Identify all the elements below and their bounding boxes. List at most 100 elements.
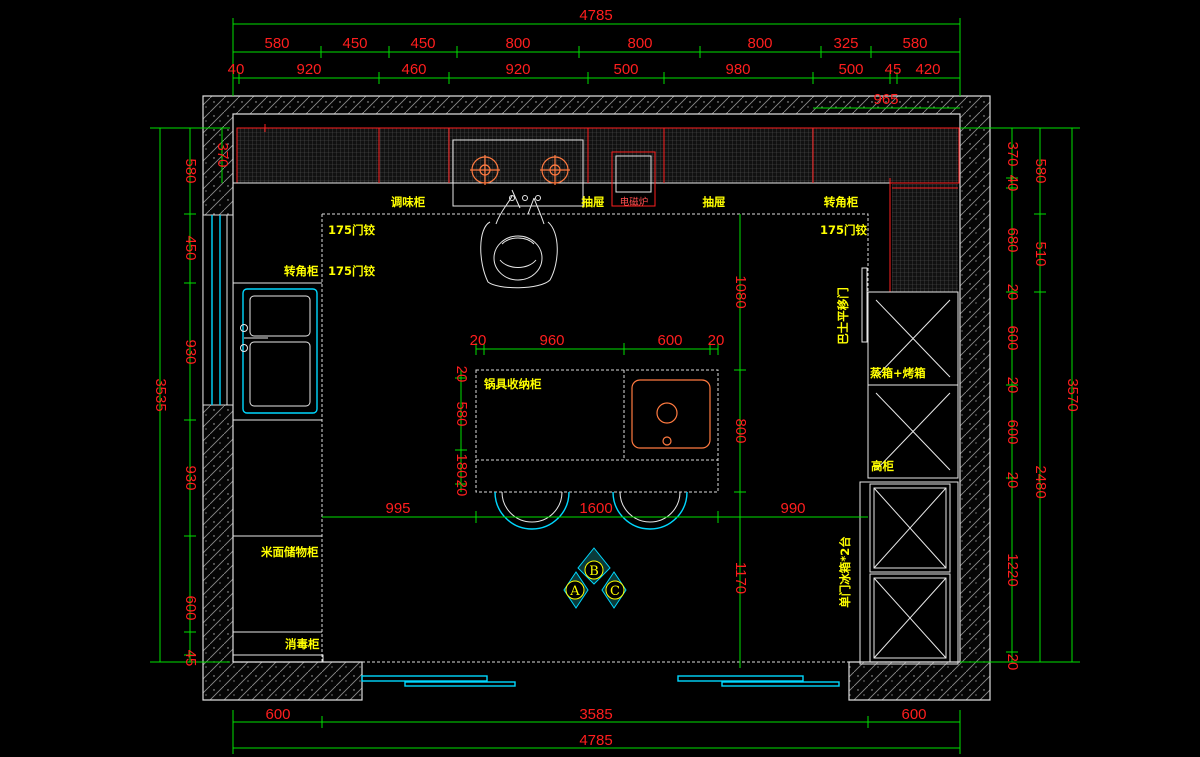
label-corner-tr: 转角柜 xyxy=(824,195,859,209)
burner-right-icon xyxy=(540,155,570,185)
faucet-icon xyxy=(240,324,268,352)
dim-top2-5: 980 xyxy=(725,61,750,78)
dim-top2-0: 40 xyxy=(228,61,245,78)
dim-island-top-0: 20 xyxy=(470,332,487,349)
dim-left-3: 930 xyxy=(182,465,199,490)
dim-right1-9: 20 xyxy=(1004,654,1021,671)
dim-mid-2: 990 xyxy=(780,500,805,517)
dim-top2-6: 500 xyxy=(838,61,863,78)
dim-right1-8: 1220 xyxy=(1004,553,1021,586)
stool-right-icon xyxy=(612,491,688,530)
dim-right1-1: 40 xyxy=(1004,175,1021,192)
label-hinge-tr: 175门铰 xyxy=(820,223,868,237)
dim-right1-0: 370 xyxy=(1004,141,1021,166)
dim-top2-8: 420 xyxy=(915,61,940,78)
dim-right1-7: 20 xyxy=(1004,472,1021,489)
left-counter xyxy=(232,282,324,663)
island-outline xyxy=(475,369,719,493)
sink-bowl-lower xyxy=(249,341,311,407)
label-fridge: 单门冰箱*2台 xyxy=(838,536,852,608)
dim-bottom-total: 4785 xyxy=(579,732,612,749)
island-sink xyxy=(631,379,711,449)
dim-right2-0: 580 xyxy=(1032,158,1049,183)
label-rice-storage: 米面储物柜 xyxy=(260,545,319,559)
right-cabinets xyxy=(859,267,959,665)
dim-right1-4: 600 xyxy=(1004,325,1021,350)
marker-b: B xyxy=(589,564,599,579)
left-window xyxy=(202,214,234,406)
dim-left-inner: 370 xyxy=(214,142,231,167)
elevation-markers: B A C xyxy=(563,547,627,609)
top-counter-hatch xyxy=(237,128,959,183)
marker-c: C xyxy=(610,584,620,599)
dim-bottom-2: 600 xyxy=(901,706,926,723)
dim-top1-0: 580 xyxy=(264,35,289,52)
sliding-door-panel xyxy=(861,267,868,343)
marker-a: A xyxy=(569,584,580,599)
right-counter-hatch xyxy=(892,184,958,292)
dim-top1-3: 800 xyxy=(505,35,530,52)
dim-island-top-1: 960 xyxy=(539,332,564,349)
label-drawer-right: 抽屉 xyxy=(703,195,726,209)
dim-top2-2: 460 xyxy=(401,61,426,78)
dim-right1-2: 680 xyxy=(1004,227,1021,252)
dim-right-total: 3570 xyxy=(1064,378,1081,411)
dim-left-2: 930 xyxy=(182,339,199,364)
dim-top2-3: 920 xyxy=(505,61,530,78)
dim-top-total: 4785 xyxy=(579,7,612,24)
dim-vert-0: 1080 xyxy=(732,275,749,308)
label-tall-cabinet: 高柜 xyxy=(871,459,894,473)
dimension-lines xyxy=(150,18,1080,754)
dim-mid-1: 1600 xyxy=(579,500,612,517)
dim-mid-0: 995 xyxy=(385,500,410,517)
dim-left-4: 600 xyxy=(182,595,199,620)
dim-top2-4: 500 xyxy=(613,61,638,78)
dim-right1-6: 600 xyxy=(1004,419,1021,444)
dim-top1-2: 450 xyxy=(410,35,435,52)
stool-left-icon xyxy=(494,491,570,530)
dim-right2-1: 510 xyxy=(1032,241,1049,266)
entrance-doors xyxy=(361,675,840,687)
dim-bottom-0: 600 xyxy=(265,706,290,723)
sink-bowl-upper xyxy=(249,295,311,337)
label-steam-oven: 蒸箱+烤箱 xyxy=(870,366,926,380)
dim-top1-7: 580 xyxy=(902,35,927,52)
gas-hob xyxy=(452,139,584,207)
label-drawer-left: 抽屉 xyxy=(582,195,605,209)
top-counter xyxy=(233,124,960,293)
tall-cabinet-unit xyxy=(867,384,959,479)
label-pot-storage: 锅具收纳柜 xyxy=(484,377,542,391)
fridge-unit xyxy=(859,481,959,665)
dim-island-top-3: 20 xyxy=(708,332,725,349)
base-cabinet-line xyxy=(321,213,869,662)
label-hinge-left: 175门铰 xyxy=(328,264,376,278)
dim-bottom-1: 3585 xyxy=(579,706,612,723)
wall-outline xyxy=(202,95,991,701)
label-sliding-door: 巴士平移门 xyxy=(836,287,850,345)
dim-left-0: 580 xyxy=(182,158,199,183)
dim-island-left-0: 20 xyxy=(453,366,470,383)
label-seasoning: 调味柜 xyxy=(391,195,426,209)
dim-top2-7: 45 xyxy=(885,61,902,78)
dim-top1-6: 325 xyxy=(833,35,858,52)
dim-vert-2: 1170 xyxy=(732,562,749,594)
dim-top1-1: 450 xyxy=(342,35,367,52)
label-disinfection: 消毒柜 xyxy=(285,637,320,651)
induction-cooker xyxy=(611,151,656,207)
dim-top-note: 965 xyxy=(873,91,898,108)
dim-island-left-3: 20 xyxy=(453,480,470,497)
dim-left-total: 3535 xyxy=(152,378,169,411)
dim-right1-5: 20 xyxy=(1004,377,1021,394)
dimension-text: 4785 580 450 450 800 800 800 325 580 40 … xyxy=(152,7,1081,749)
dim-left-1: 450 xyxy=(182,235,199,260)
dim-left-5: 45 xyxy=(182,650,199,667)
walls xyxy=(202,95,991,701)
person-icon xyxy=(480,189,558,289)
hob-knobs-icon xyxy=(509,195,541,201)
dim-top1-5: 800 xyxy=(747,35,772,52)
label-corner-left: 转角柜 xyxy=(284,264,319,278)
cabinet-labels: 调味柜 抽屉 电磁炉 抽屉 转角柜 175门铰 175门铰 转角柜 175门铰 … xyxy=(260,195,926,651)
dim-vert-1: 800 xyxy=(732,418,749,443)
sink-outline xyxy=(242,288,318,414)
